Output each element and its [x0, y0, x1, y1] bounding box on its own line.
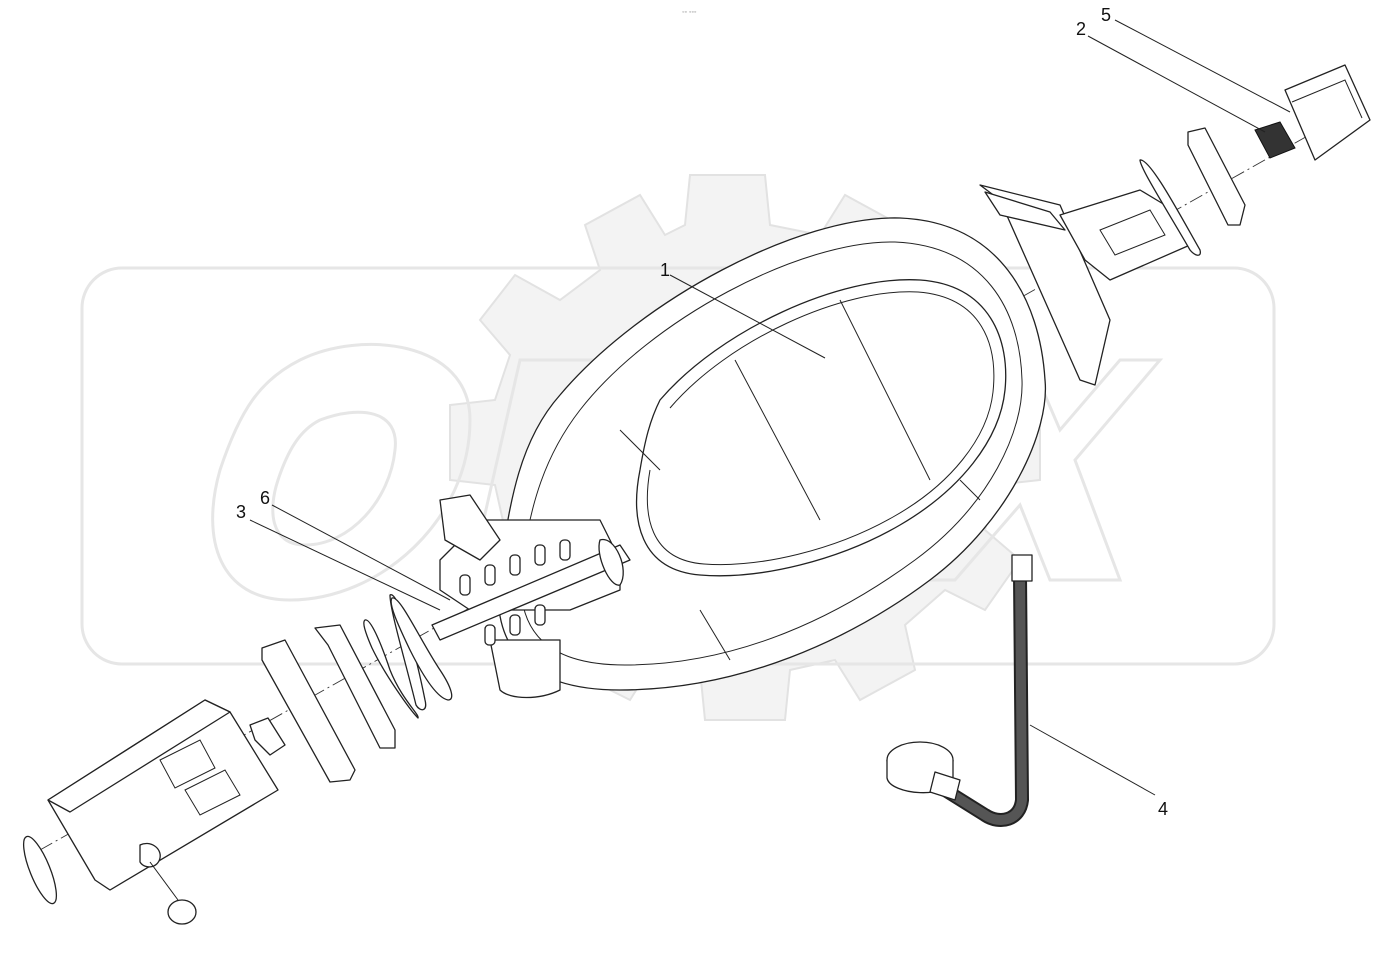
bolt-axis — [149, 861, 179, 901]
section-line — [734, 359, 821, 521]
spindle-flange — [598, 539, 624, 586]
bolt-left — [139, 842, 161, 868]
main-body-part-1 — [439, 184, 1111, 699]
leader-lines — [249, 19, 1291, 796]
gauge-connector — [929, 771, 961, 801]
hose-fitting — [1011, 554, 1033, 582]
clamp-part-left — [261, 639, 356, 783]
callout-4: 4 — [1158, 799, 1168, 819]
clamp-part-right — [1187, 127, 1246, 226]
bolt-head-left — [167, 899, 197, 925]
thin-seal-right — [1139, 159, 1201, 256]
left-part-stack — [22, 594, 453, 925]
spindle-shaft — [431, 544, 631, 641]
section-line — [619, 429, 661, 471]
housing-block-slot — [159, 739, 216, 789]
right-mount-block-detail — [1099, 209, 1166, 256]
callout-2: 2 — [1076, 19, 1086, 39]
end-disc-left — [22, 835, 58, 905]
inner-liner-edge — [646, 291, 995, 566]
left-end-slots — [459, 539, 571, 646]
callout-5: 5 — [1101, 5, 1111, 25]
bracket-piece-left — [314, 624, 396, 749]
small-nut-left — [249, 717, 286, 756]
section-line — [959, 479, 981, 501]
nut-part-2 — [1254, 121, 1296, 159]
right-part-stack — [1059, 64, 1371, 281]
watermark-letter-o — [211, 343, 472, 602]
leader-2 — [1087, 35, 1266, 133]
callout-3: 3 — [236, 502, 246, 522]
left-spindle — [431, 539, 631, 641]
hose-gauge-part-4 — [886, 554, 1033, 827]
cap-part-5-edge — [1291, 79, 1363, 119]
left-end-fin-top — [439, 494, 501, 561]
leader-4 — [1029, 724, 1156, 796]
leader-5 — [1114, 19, 1291, 113]
callouts: 1 2 3 4 5 6 — [236, 5, 1168, 819]
cap-part-5 — [1284, 64, 1371, 161]
leader-6 — [271, 504, 451, 601]
right-end-plate-face — [984, 191, 1066, 231]
section-line — [699, 609, 731, 661]
callout-6: 6 — [260, 488, 270, 508]
leader-3 — [249, 519, 441, 611]
leader-1 — [669, 274, 826, 359]
left-end-fin-bottom — [489, 639, 561, 699]
housing-block-top — [47, 699, 231, 813]
inner-liner — [635, 279, 1007, 577]
section-line — [839, 299, 931, 481]
housing-block-slot — [184, 769, 241, 816]
callout-1: 1 — [660, 260, 670, 280]
needle-plate-left — [363, 619, 419, 719]
paddle-part-left — [390, 597, 453, 701]
hose-inner — [940, 570, 1027, 825]
header-mark: ◦◦ ◦◦◦ — [682, 9, 696, 16]
